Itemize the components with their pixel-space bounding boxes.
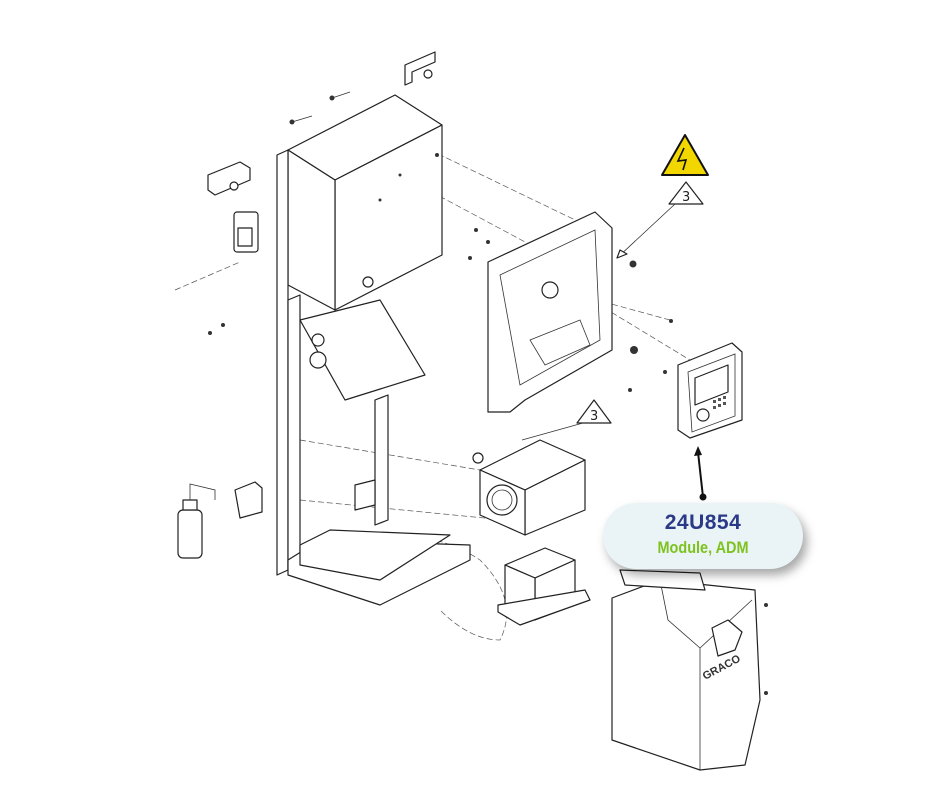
part-description: Module, ADM bbox=[657, 538, 749, 557]
callout-leader bbox=[694, 446, 707, 501]
fan-assembly bbox=[472, 439, 586, 536]
reference-number: 3 bbox=[682, 190, 690, 205]
mounting-brackets bbox=[207, 51, 436, 196]
reference-triangle-icon: 3 bbox=[521, 399, 612, 441]
electrical-enclosure bbox=[287, 94, 443, 311]
assembly-lines bbox=[174, 149, 691, 641]
disconnect-switch bbox=[233, 211, 259, 253]
frame-stand bbox=[276, 149, 471, 606]
reference-number: 3 bbox=[590, 409, 598, 424]
transformer bbox=[497, 547, 591, 626]
reference-triangle-icon: 3 bbox=[616, 181, 704, 259]
adm-module bbox=[677, 342, 743, 439]
part-callout: 24U854 Module, ADM bbox=[603, 503, 803, 569]
adm-mounting-bracket bbox=[487, 211, 613, 413]
front-cover: GRACO bbox=[611, 569, 761, 771]
bottle bbox=[177, 481, 263, 559]
part-number: 24U854 bbox=[664, 511, 742, 534]
electrical-hazard-warning-icon bbox=[661, 134, 709, 176]
